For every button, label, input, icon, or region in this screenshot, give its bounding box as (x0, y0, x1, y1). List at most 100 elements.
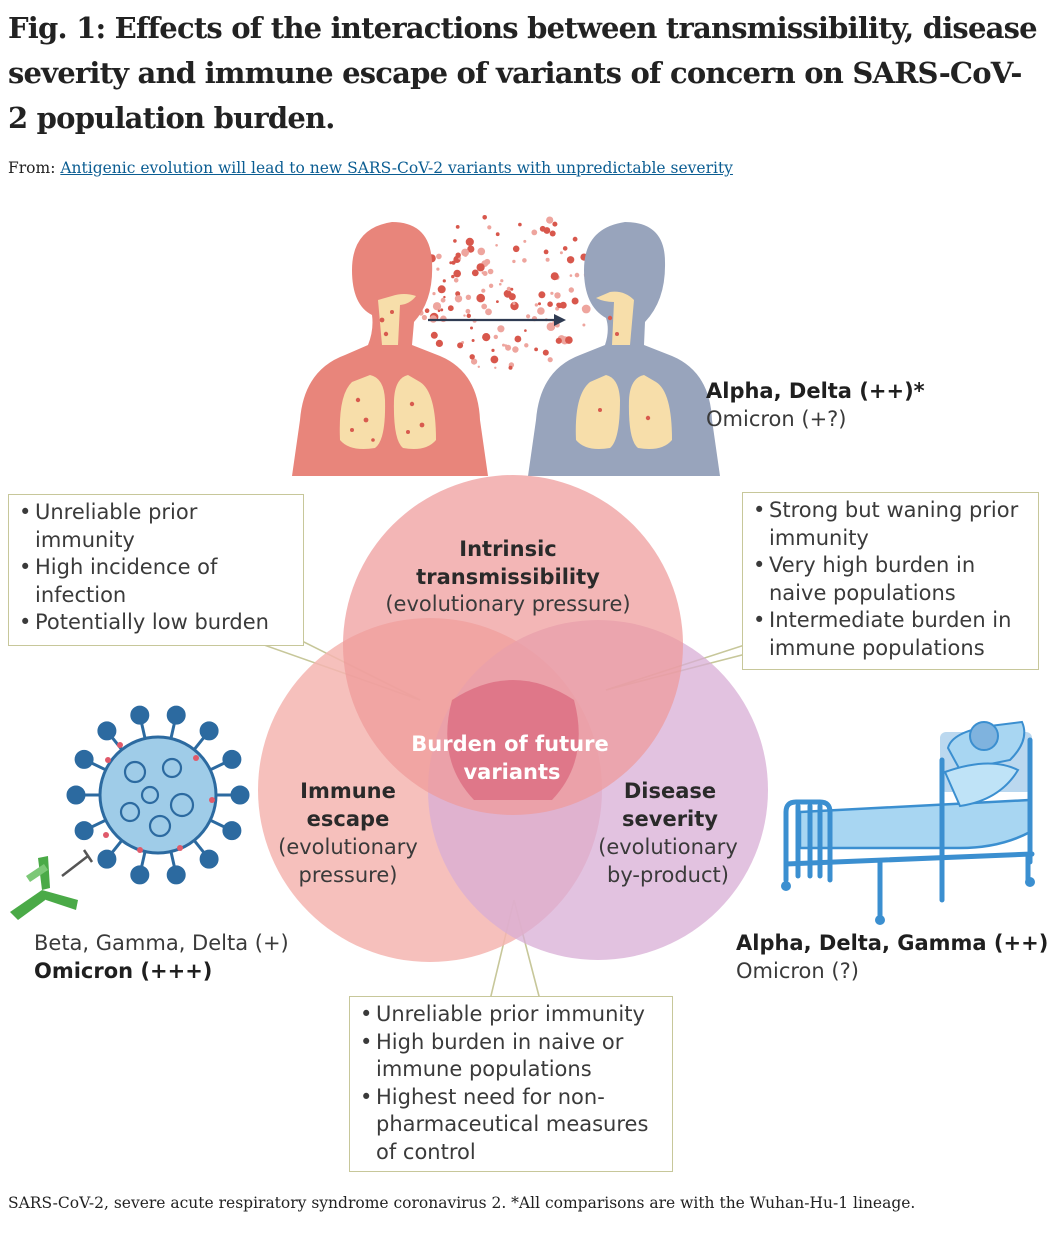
callout-bullet: Very high burden in naive populations (753, 552, 1032, 607)
aerosol-droplet (432, 302, 442, 311)
spike-head (230, 785, 250, 805)
aerosol-droplet (476, 263, 485, 272)
variants-transmission-strong: Alpha, Delta (++)* (706, 379, 925, 403)
aerosol-droplet (566, 256, 575, 264)
variants-immune-escape-strong: Omicron (+++) (34, 958, 213, 983)
aerosol-droplet (449, 261, 453, 265)
aerosol-droplet (518, 222, 522, 227)
aerosol-droplet (454, 295, 463, 303)
figure-footnote: SARS-CoV-2, severe acute respiratory syn… (8, 1194, 916, 1212)
spike-head (166, 705, 186, 725)
aerosol-droplet (508, 365, 513, 370)
aerosol-droplet (455, 225, 460, 229)
aerosol-droplet (440, 308, 444, 312)
source-article-link[interactable]: Antigenic evolution will lead to new SAR… (60, 159, 733, 177)
antibody-icon (10, 849, 94, 920)
spike-head (97, 721, 117, 741)
immune-escape-note-line1: (evolutionary (278, 835, 418, 859)
aerosol-droplet (424, 308, 430, 314)
aerosol-droplet (471, 269, 479, 277)
aerosol-droplet (488, 283, 494, 288)
aerosol-droplet (510, 301, 519, 311)
aerosol-droplet (504, 344, 508, 347)
spike-head (222, 821, 242, 841)
aerosol-droplet (508, 293, 516, 301)
aerosol-droplet (487, 225, 492, 230)
aerosol-droplet (547, 301, 553, 308)
aerosol-droplet (500, 279, 504, 283)
aerosol-droplet (440, 297, 446, 303)
aerosol-droplet (482, 215, 488, 220)
aerosol-droplet (571, 297, 579, 305)
callout-severity-transmissibility: Strong but waning prior immunity Very hi… (742, 492, 1039, 670)
aerosol-droplet (552, 221, 558, 227)
aerosol-droplet (490, 355, 499, 364)
aerosol-droplet (522, 258, 527, 263)
aerosol-droplet (547, 357, 553, 363)
aerosol-droplet (461, 248, 469, 257)
aerosol-droplet (453, 278, 459, 283)
variants-severity-strong: Alpha, Delta, Gamma (++) (736, 931, 1049, 955)
spike-head (74, 821, 94, 841)
aerosol-droplet (526, 314, 531, 319)
callout-bullet: Potentially low burden (19, 609, 297, 637)
spike-head (222, 749, 242, 769)
source-line: From: Antigenic evolution will lead to n… (8, 159, 733, 177)
aerosol-droplet (430, 331, 438, 339)
infected-person-icon (292, 222, 488, 476)
aerosol-droplet (476, 293, 486, 303)
callout-bullet: Intermediate burden in immune population… (753, 607, 1032, 662)
aerosol-droplet (524, 343, 529, 348)
aerosol-droplet (568, 287, 574, 293)
callout-bullet: High incidence of infection (19, 554, 297, 609)
aerosol-droplets (410, 215, 603, 370)
aerosol-droplet (469, 354, 475, 360)
aerosol-droplet (436, 253, 442, 260)
aerosol-droplet (542, 349, 549, 356)
aerosol-droplet (443, 295, 446, 299)
aerosol-droplet (436, 267, 440, 271)
transmissibility-title-line2: transmissibility (416, 565, 600, 589)
aerosol-droplet (437, 285, 446, 294)
aerosol-droplet (555, 337, 562, 344)
aerosol-droplet (559, 251, 563, 255)
aerosol-droplet (502, 343, 505, 347)
aerosol-droplet (537, 307, 545, 315)
aerosol-droplet (506, 286, 512, 292)
aerosol-droplet (499, 282, 502, 286)
aerosol-droplet (554, 292, 561, 299)
aerosol-droplet (514, 335, 522, 343)
spike-head (199, 849, 219, 869)
aerosol-droplet (550, 272, 559, 281)
callout-bullet: Unreliable prior immunity (360, 1001, 666, 1029)
aerosol-droplet (512, 346, 519, 353)
immune-escape-title-line1: Immune (300, 779, 396, 803)
immune-escape-note-line2: pressure) (299, 863, 398, 887)
aerosol-droplet (572, 236, 578, 242)
aerosol-droplet (482, 333, 491, 342)
transmission-arrow-icon (428, 314, 566, 326)
aerosol-droplet (495, 232, 500, 237)
figure-illustration: Intrinsic transmissibility (evolutionary… (10, 215, 1035, 1001)
aerosol-droplet (442, 279, 446, 283)
aerosol-droplet (466, 313, 471, 318)
aerosol-droplet (562, 246, 568, 251)
callout-bullet: Unreliable prior immunity (19, 499, 297, 554)
hospital-bed-patient-icon (781, 720, 1035, 925)
aerosol-droplet (574, 272, 580, 278)
center-label-line2: variants (463, 760, 560, 784)
aerosol-droplet (432, 292, 436, 296)
callout-bullet: Highest need for non-pharmaceutical meas… (360, 1084, 666, 1167)
aerosol-droplet (523, 239, 527, 243)
aerosol-droplet (455, 252, 461, 258)
aerosol-droplet (465, 294, 472, 300)
aerosol-droplet (534, 347, 538, 352)
aerosol-droplet (510, 287, 514, 291)
spike-head (166, 865, 186, 885)
aerosol-droplet (467, 245, 475, 253)
aerosol-droplet (545, 257, 550, 262)
callout-immune-escape-transmissibility: Unreliable prior immunity High incidence… (8, 494, 304, 646)
aerosol-droplet (457, 342, 464, 349)
callout-bullet: Strong but waning prior immunity (753, 497, 1032, 552)
aerosol-droplet (447, 305, 454, 312)
